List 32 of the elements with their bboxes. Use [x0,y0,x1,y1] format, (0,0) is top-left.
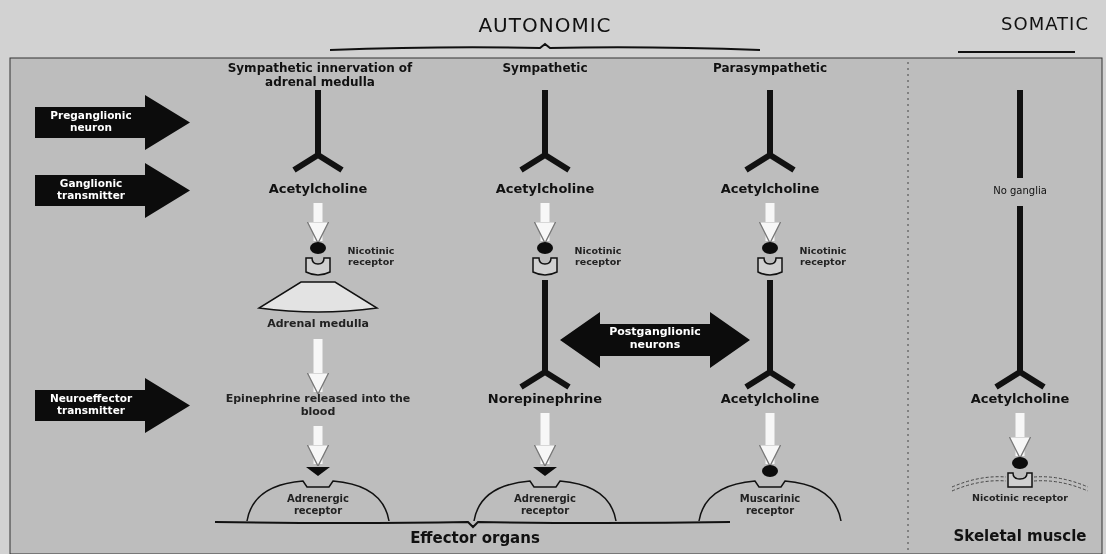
caption: Skeletal muscle [952,528,1088,546]
heading: AUTONOMIC [477,14,613,37]
arrow-label: Postganglionic neurons [608,326,702,352]
organ-label: Adrenal medulla [266,318,370,331]
heading: SOMATIC [1000,14,1090,35]
transmitter-label: Acetylcholine [955,392,1085,410]
transmitter-label: Acetylcholine [705,182,835,200]
receptor-label: Muscarinic receptor [738,493,802,516]
receptor-label: Nicotinic receptor [971,493,1069,504]
receptor-label: Nicotinic receptor [346,246,396,268]
arrow-label: Preganglionic neuron [49,109,133,134]
receptor-label: Nicotinic receptor [798,246,848,268]
transmitter-label: Acetylcholine [705,392,835,410]
arrow [306,203,330,244]
transmitter-label: Epinephrine released into the blood [223,393,413,423]
column-heading: Sympathetic [501,62,589,76]
receptor-label: Adrenergic receptor [286,493,350,516]
transmitter-label: Acetylcholine [480,182,610,200]
arrow [306,426,330,467]
transmitter-label: Norepinephrine [465,392,625,410]
arrow-label: Neuroeffector transmitter [48,392,134,417]
receptor-label: Nicotinic receptor [573,246,623,268]
arrow [306,339,330,395]
column-heading: Sympathetic innervation of adrenal medulla [226,62,414,90]
arrow-label: Ganglionic transmitter [56,177,126,202]
arrow [758,203,782,244]
annotation: No ganglia [992,185,1048,197]
arrow [533,203,557,244]
bracket-label: Effector organs [409,530,541,548]
column-heading: Parasympathetic [711,62,829,76]
transmitter-label: Acetylcholine [253,182,383,200]
receptor-label: Adrenergic receptor [513,493,577,516]
